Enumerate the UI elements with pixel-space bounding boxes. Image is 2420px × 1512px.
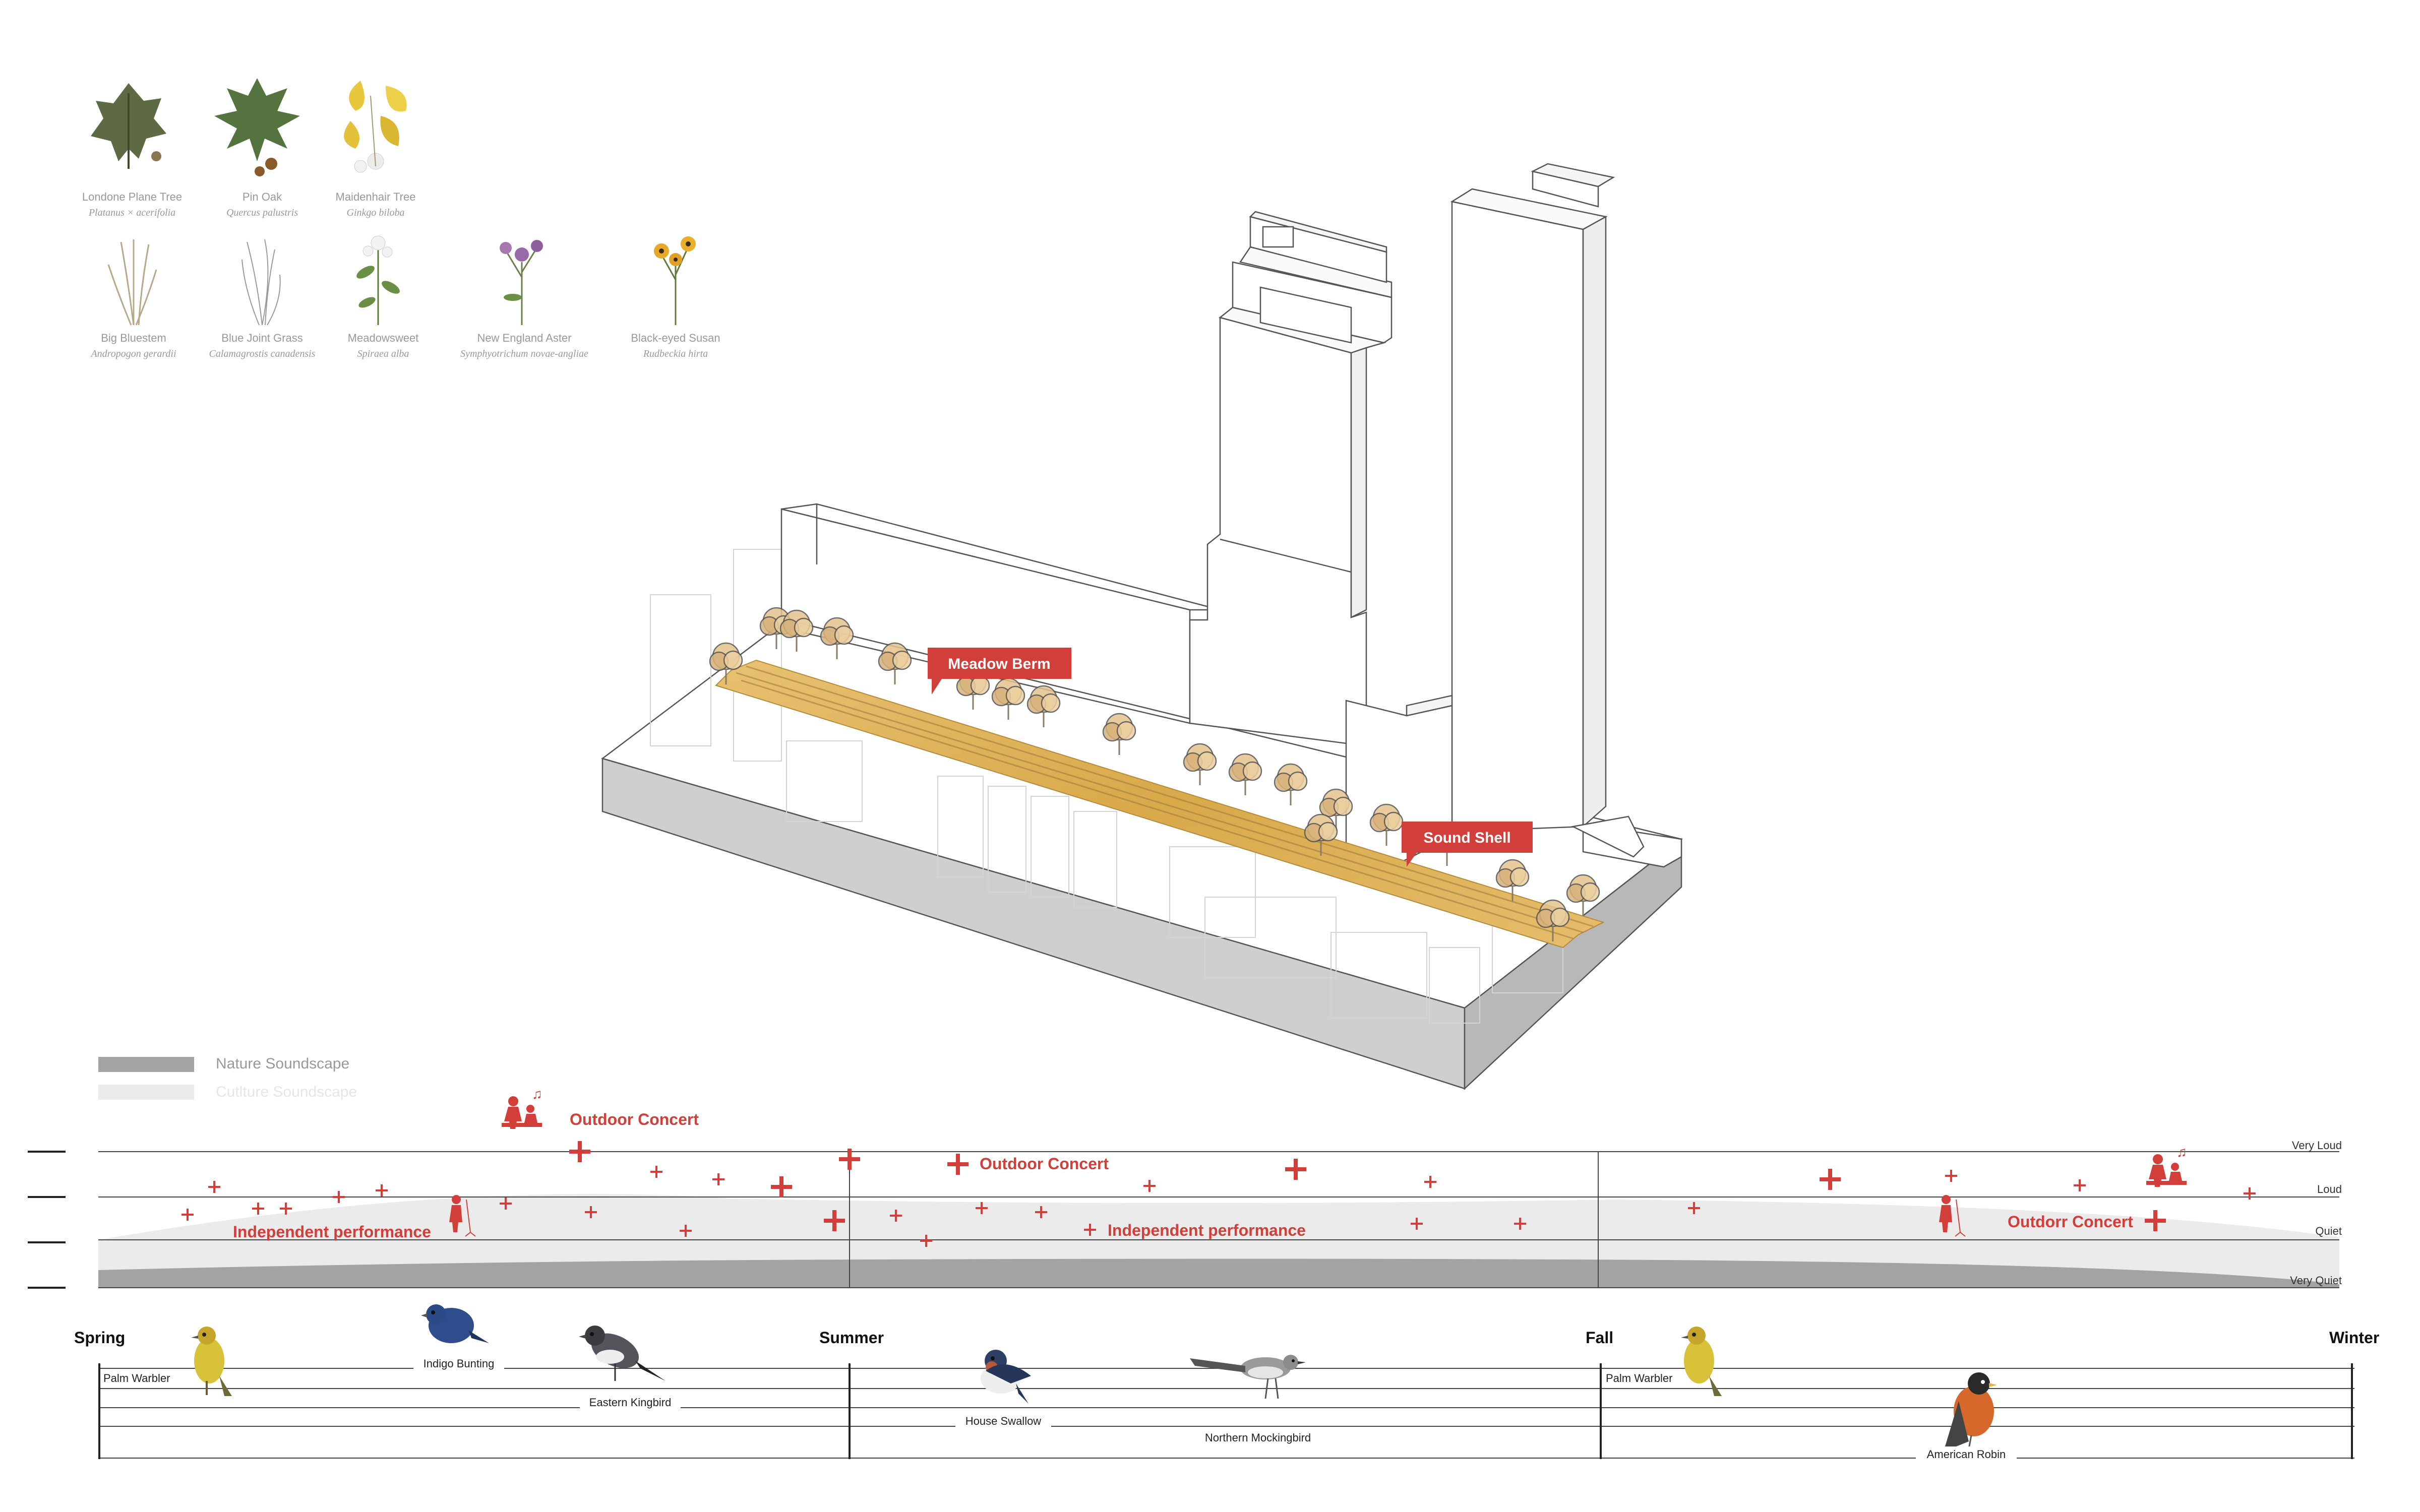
plant-latin-5: Calamagrostis canadensis <box>209 348 316 359</box>
plant-latin-8: Rudbeckia hirta <box>643 348 708 359</box>
event-outdorr-concert: Outdorr Concert <box>2008 1213 2133 1231</box>
bird-label-indigo-bunting: Indigo Bunting <box>424 1357 495 1370</box>
level-very-loud: Very Loud <box>2292 1139 2342 1152</box>
plant-legend: Londone Plane Tree Platanus × acerifolia… <box>82 78 720 359</box>
season-summer: Summer <box>819 1329 884 1347</box>
culture-swatch <box>98 1085 194 1100</box>
meadow-berm-label: Meadow Berm <box>948 656 1050 672</box>
american-robin-icon <box>1944 1372 1997 1452</box>
palm-warbler-icon <box>191 1327 232 1396</box>
grass-icon <box>107 239 157 326</box>
sound-shell-label: Sound Shell <box>1423 830 1510 846</box>
meadow-berm-callout: Meadow Berm <box>928 648 1071 695</box>
culture-soundscape-band <box>98 1193 2339 1283</box>
bird-label-american-robin: American Robin <box>1927 1448 2006 1461</box>
event-independent-performance-1: Independent performance <box>233 1223 431 1241</box>
season-spring: Spring <box>74 1329 125 1347</box>
plant-latin-6: Spiraea alba <box>357 348 409 359</box>
aster-icon <box>500 240 543 325</box>
palm-warbler-icon-2 <box>1681 1327 1722 1396</box>
event-independent-performance-2: Independent performance <box>1108 1221 1306 1239</box>
event-outdoor-concert-2: Outdoor Concert <box>980 1155 1109 1173</box>
northern-mockingbird-icon <box>1190 1355 1306 1399</box>
sound-shell-callout: Sound Shell <box>1402 822 1533 867</box>
bird-label-northern-mockingbird: Northern Mockingbird <box>1205 1431 1311 1444</box>
plant-latin-4: Andropogon gerardii <box>90 348 176 359</box>
level-very-quiet: Very Quiet <box>2290 1274 2342 1287</box>
meadowsweet-icon <box>356 235 400 325</box>
ginkgo-icon <box>344 81 407 173</box>
nature-soundscape-band <box>98 1258 2339 1288</box>
meadow-berm-surface <box>715 659 1605 949</box>
band-icon: ♫ <box>502 1086 542 1129</box>
season-fall: Fall <box>1586 1329 1613 1347</box>
bird-label-palm-warbler-2: Palm Warbler <box>1606 1372 1672 1384</box>
plane-tree-leaf-icon <box>91 83 166 169</box>
plant-name-7: New England Aster <box>477 332 571 344</box>
bird-labels: Palm Warbler Indigo Bunting Eastern King… <box>101 1356 2017 1462</box>
band-icon-2: ♫ <box>2146 1144 2187 1187</box>
plant-latin-7: Symphyotrichum novae-angliae <box>460 348 588 359</box>
black-eyed-susan-icon <box>654 236 696 325</box>
bird-label-eastern-kingbird: Eastern Kingbird <box>589 1396 672 1409</box>
oak-leaf-icon <box>214 78 300 176</box>
bird-timeline: Spring Summer Fall Winter <box>74 1304 2379 1462</box>
left-tower <box>1189 211 1393 747</box>
house-swallow-icon <box>981 1350 1031 1404</box>
performer-icon <box>449 1195 476 1237</box>
indigo-bunting-icon <box>421 1304 489 1343</box>
eastern-kingbird-icon <box>579 1326 666 1381</box>
season-winter: Winter <box>2329 1329 2379 1347</box>
plant-name-3: Maidenhair Tree <box>336 191 416 203</box>
plant-name-8: Black-eyed Susan <box>631 332 720 344</box>
plant-latin-1: Platanus × acerifolia <box>88 207 175 218</box>
right-tower <box>1450 163 1615 833</box>
event-outdoor-concert-1: Outdoor Concert <box>570 1110 699 1128</box>
plant-name-6: Meadowsweet <box>348 332 419 344</box>
level-loud: Loud <box>2317 1183 2342 1195</box>
site-axonometric: Meadow Berm Sound Shell <box>601 163 1683 1090</box>
soundscape-legend: Nature Soundscape Cutlture Soundscape <box>98 1055 357 1100</box>
grass-sketch-icon <box>241 239 281 326</box>
plant-latin-3: Ginkgo biloba <box>347 207 405 218</box>
sound-timeline: Very Loud Loud Quiet Very Quiet <box>28 1086 2342 1289</box>
svg-text:♫: ♫ <box>532 1086 542 1102</box>
base-slab-side <box>1464 838 1682 1090</box>
level-quiet: Quiet <box>2315 1225 2342 1237</box>
plant-name-2: Pin Oak <box>243 191 282 203</box>
nature-legend-label: Nature Soundscape <box>216 1055 349 1072</box>
culture-legend-label: Cutlture Soundscape <box>216 1084 357 1100</box>
plant-name-4: Big Bluestem <box>101 332 166 344</box>
bird-label-house-swallow: House Swallow <box>965 1415 1042 1427</box>
plant-name-5: Blue Joint Grass <box>221 332 302 344</box>
svg-text:♫: ♫ <box>2176 1144 2187 1160</box>
performer-icon-2 <box>1939 1195 1966 1237</box>
mid-block-top <box>781 503 1221 611</box>
plant-name-1: Londone Plane Tree <box>82 191 182 203</box>
plant-latin-2: Quercus palustris <box>226 207 298 218</box>
bird-label-palm-warbler-1: Palm Warbler <box>103 1372 170 1384</box>
nature-swatch <box>98 1057 194 1072</box>
